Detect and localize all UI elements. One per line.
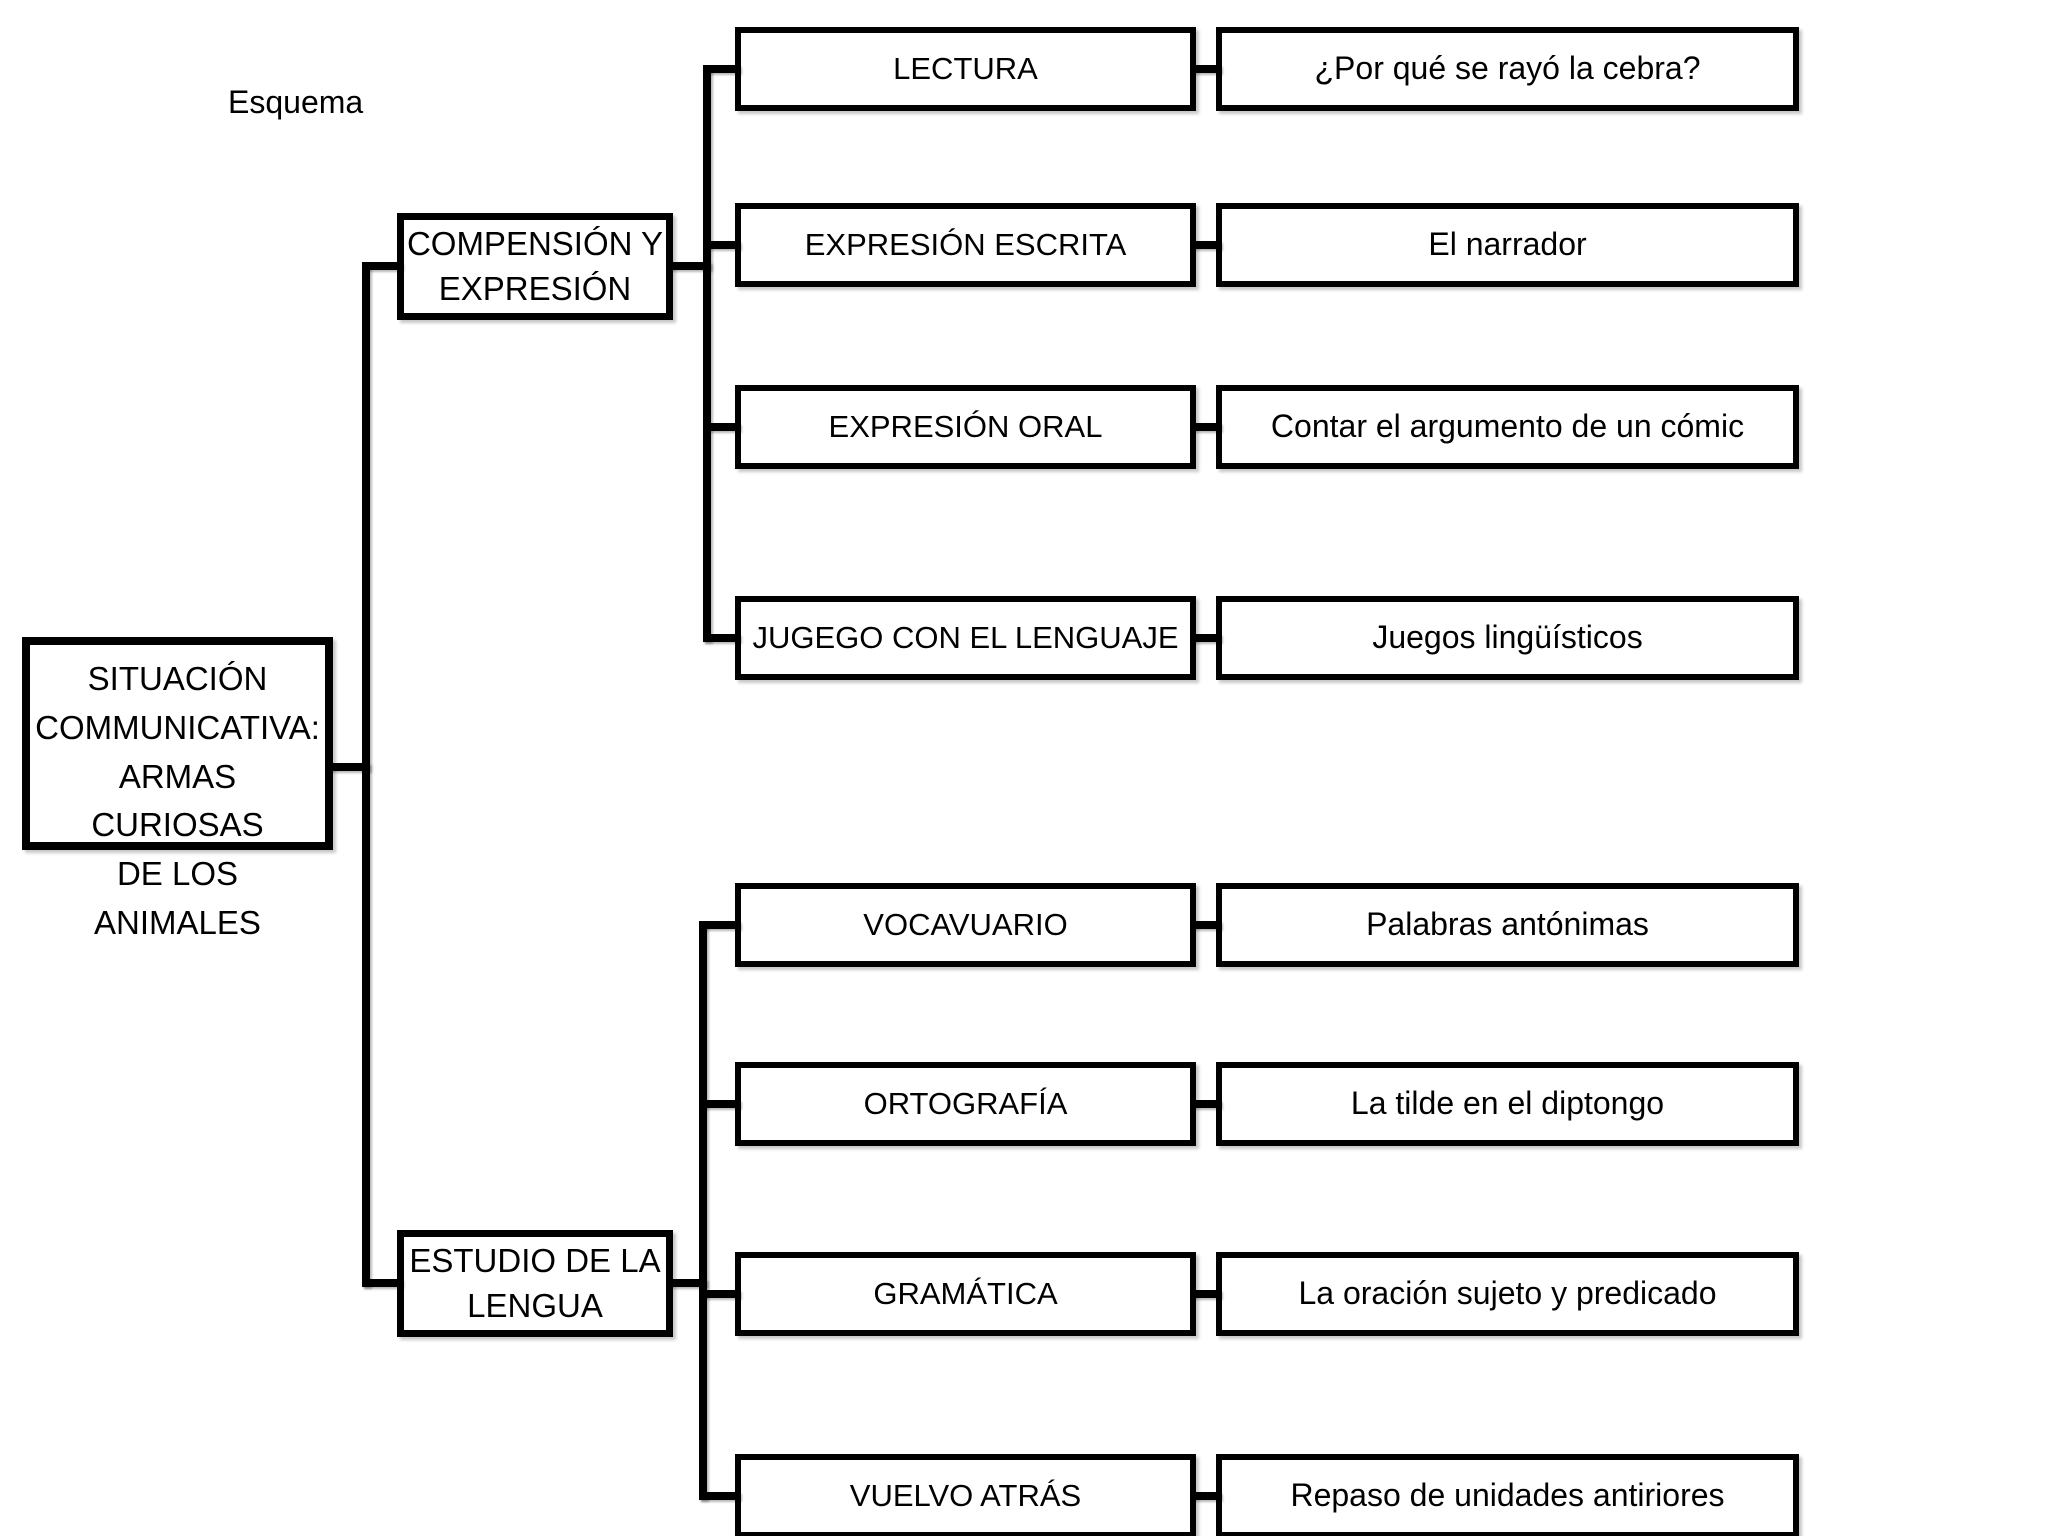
root-node-situacion-comunicativa: SITUACIÓN COMMUNICATIVA: ARMAS CURIOSAS …: [22, 637, 333, 941]
connector-group1-parent-stub: [668, 262, 711, 270]
content-node-contar-el-argumento: Contar el argumento de un cómic: [1216, 385, 1799, 469]
connector-pair-stub-row6: [1191, 1100, 1221, 1108]
connector-stub-lectura: [703, 65, 740, 73]
connector-root-stub: [329, 763, 370, 771]
content-node-el-narrador: El narrador: [1216, 203, 1799, 287]
connector-stub-expresion-escrita: [703, 241, 740, 249]
connector-stub-expresion-oral: [703, 423, 740, 431]
content-node-por-que-se-rayo-la-cebra: ¿Por qué se rayó la cebra?: [1216, 27, 1799, 111]
connector-pair-stub-row8: [1191, 1492, 1221, 1500]
connector-estudio-stub: [362, 1279, 402, 1287]
connector-group2-parent-stub: [668, 1279, 707, 1287]
connector-stub-ortografia: [699, 1100, 740, 1108]
content-node-la-oracion-sujeto: La oración sujeto y predicado: [1216, 1252, 1799, 1336]
category-node-expresion-escrita: EXPRESIÓN ESCRITA: [735, 203, 1196, 287]
connector-stub-gramatica: [699, 1290, 740, 1298]
connector-pair-stub-row4: [1191, 634, 1221, 642]
category-node-ortografia: ORTOGRAFÍA: [735, 1062, 1196, 1146]
branch-node-comprension-y-expresion: COMPENSIÓN Y EXPRESIÓN: [397, 213, 673, 320]
connector-stub-juego: [703, 634, 740, 642]
connector-pair-stub-row1: [1191, 65, 1221, 73]
connector-main-trunk: [362, 262, 370, 1287]
connector-pair-stub-row5: [1191, 921, 1221, 929]
branch-node-estudio-de-la-lengua: ESTUDIO DE LA LENGUA: [397, 1230, 673, 1337]
connector-pair-stub-row7: [1191, 1290, 1221, 1298]
connector-group1-trunk: [703, 65, 711, 642]
content-node-juegos-linguisticos: Juegos lingüísticos: [1216, 596, 1799, 680]
category-node-vocabulario: VOCAVUARIO: [735, 883, 1196, 967]
connector-stub-vocabulario: [699, 921, 740, 929]
category-node-expresion-oral: EXPRESIÓN ORAL: [735, 385, 1196, 469]
connector-comprension-stub: [362, 262, 402, 270]
category-node-juego-con-el-lenguaje: JUGEGO CON EL LENGUAJE: [735, 596, 1196, 680]
category-node-gramatica: GRAMÁTICA: [735, 1252, 1196, 1336]
content-node-palabras-antonimas: Palabras antónimas: [1216, 883, 1799, 967]
connector-stub-vuelvo-atras: [699, 1492, 740, 1500]
content-node-repaso-de-unidades: Repaso de unidades antiriores: [1216, 1454, 1799, 1536]
category-node-vuelvo-atras: VUELVO ATRÁS: [735, 1454, 1196, 1536]
page-title: Esquema: [228, 84, 364, 120]
connector-pair-stub-row3: [1191, 423, 1221, 431]
content-node-la-tilde-en-el-diptongo: La tilde en el diptongo: [1216, 1062, 1799, 1146]
category-node-lectura: LECTURA: [735, 27, 1196, 111]
connector-group2-trunk: [699, 921, 707, 1500]
connector-pair-stub-row2: [1191, 241, 1221, 249]
